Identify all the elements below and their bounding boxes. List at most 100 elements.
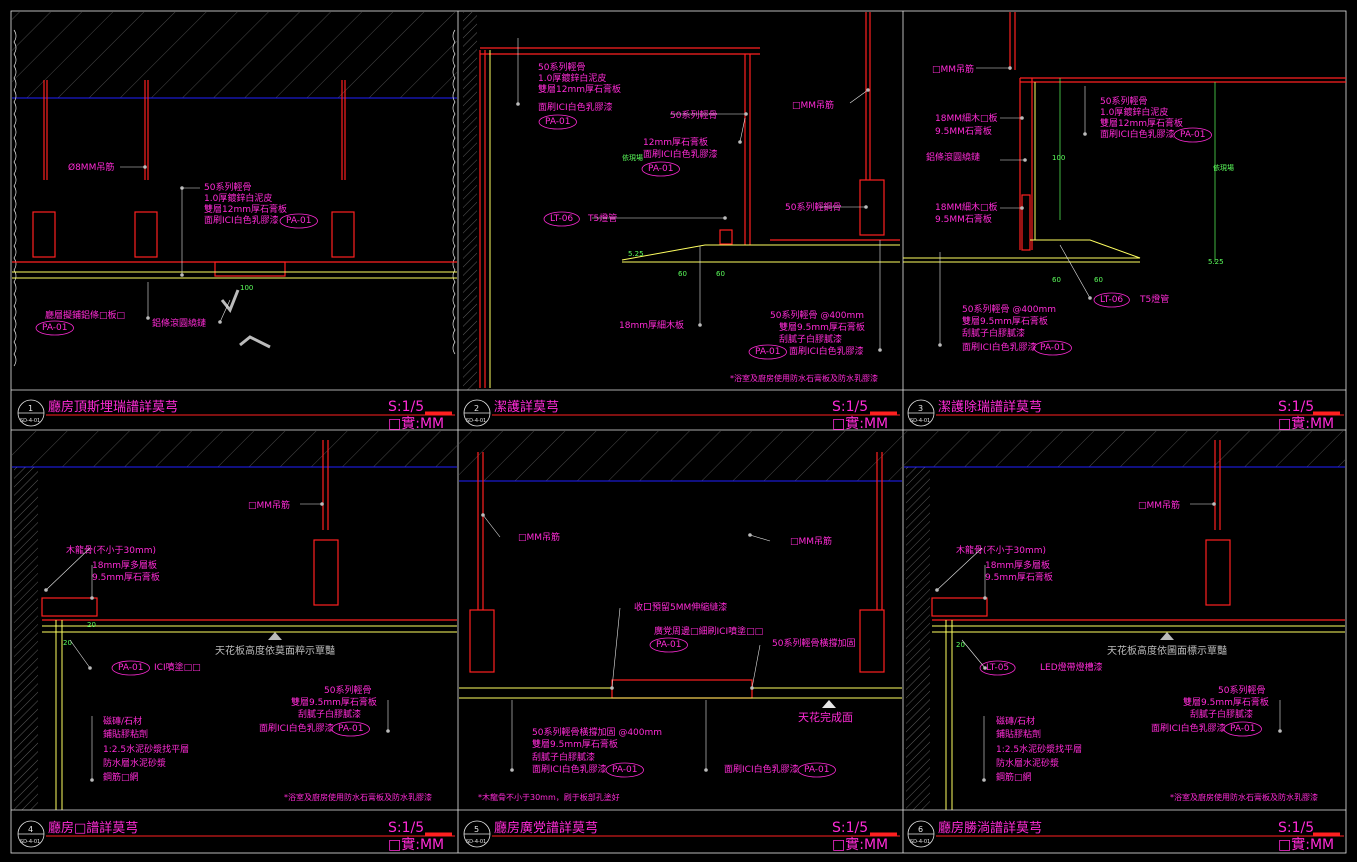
- callout-label: 雙層9.5mm厚石膏板: [779, 321, 865, 333]
- callout-label: 刮膩子白膠膩漆: [779, 333, 842, 345]
- callout-label: LED燈帶燈槽漆: [1040, 661, 1103, 673]
- dimension-label: 5.25: [1208, 258, 1224, 266]
- dimension-label: 20: [87, 621, 96, 629]
- callout-label: Ø8MM吊筋: [68, 161, 114, 173]
- callout-label: 鋁條滾圓繞鏈: [152, 317, 206, 329]
- leader-dot: [180, 273, 184, 277]
- callout-label: PA-01: [612, 765, 638, 775]
- callout-label: 面刷ICI白色乳膠漆: [532, 763, 607, 775]
- callout-label: 50系列輕骨: [1100, 95, 1147, 107]
- dimension-label: 60: [1052, 276, 1061, 284]
- leader-dot: [610, 686, 614, 690]
- callout-label: 鋼筋□網: [996, 771, 1032, 783]
- callout-label: 面刷ICI白色乳膠漆: [789, 345, 864, 357]
- detail-note: *浴室及廚房使用防水石膏板及防水乳膠漆: [1170, 792, 1318, 802]
- leader-dot: [88, 666, 92, 670]
- leader-dot: [878, 348, 882, 352]
- material-tag-outline: [538, 114, 577, 130]
- material-tag-outline: [641, 161, 680, 177]
- leader-dot: [481, 513, 485, 517]
- callout-label: 雙層12mm厚石膏板: [1100, 117, 1183, 129]
- material-tag-outline: [1223, 721, 1262, 737]
- callout-label: 面刷ICI白色乳膠漆: [259, 722, 334, 734]
- callout-label: 面刷ICI白色乳膠漆: [1100, 128, 1175, 140]
- leader-dot: [738, 140, 742, 144]
- panel-1-drawing: [12, 12, 457, 367]
- leader-dot: [510, 768, 514, 772]
- callout-label: 50系列輕骨橫撐加固 @400mm: [532, 726, 662, 738]
- leader-dot: [1023, 158, 1027, 162]
- callout-label: PA-01: [656, 640, 682, 650]
- callout-label: 刮膩子白膠膩漆: [1190, 708, 1253, 720]
- callout-label: 天花完成面: [798, 710, 853, 724]
- callout-label: 雙層9.5mm厚石膏板: [291, 696, 377, 708]
- detail-unit: □實:MM: [832, 415, 888, 432]
- material-tag-outline: [797, 762, 836, 778]
- detail-title: 廳房勝淌譜詳莫芎: [938, 820, 1042, 836]
- material-tag-outline: [543, 211, 580, 227]
- panel-4-drawing: [12, 431, 457, 810]
- leader-line: [219, 299, 231, 323]
- callout-label: PA-01: [118, 663, 144, 673]
- callout-label: 面刷ICI白色乳膠漆: [538, 101, 613, 113]
- callout-label: 雙層9.5mm厚石膏板: [532, 738, 618, 750]
- callout-label: 面刷ICI白色乳膠漆: [962, 341, 1037, 353]
- callout-label: 9.5mm厚石膏板: [92, 571, 160, 583]
- callout-label: PA-01: [338, 724, 364, 734]
- detail-number: 6: [918, 825, 923, 834]
- detail-title: 廳房廣党譜詳莫芎: [494, 820, 598, 836]
- callout-label: 50系列輕骨 @400mm: [962, 303, 1056, 315]
- callout-label: 面刷ICI白色乳膠漆: [204, 214, 279, 226]
- callout-label: ICI噴塗□□: [154, 661, 201, 673]
- detail-unit: □實:MM: [1278, 415, 1334, 432]
- dimension-label: 60: [716, 270, 725, 278]
- detail-unit: □實:MM: [1278, 836, 1334, 853]
- panel-5-drawing: [459, 431, 902, 708]
- callout-label: LT-06: [1100, 295, 1123, 305]
- leader-dot: [1278, 729, 1282, 733]
- callout-label: PA-01: [804, 765, 830, 775]
- leader-line: [961, 639, 986, 669]
- detail-scale: S:1/5: [832, 399, 868, 415]
- leader-dot: [983, 666, 987, 670]
- callout-label: 50系列輕骨橫撐加固: [772, 637, 855, 649]
- material-tag-outline: [1033, 340, 1072, 356]
- panel-2-drawing: [463, 12, 900, 390]
- detail-number: 1: [28, 404, 33, 413]
- callout-label: 天花板高度依莫面粹示覃豔: [215, 644, 335, 657]
- detail-scale: S:1/5: [1278, 399, 1314, 415]
- sheet-reference: SD-4-01: [910, 839, 930, 845]
- callout-label: PA-01: [1180, 130, 1206, 140]
- leader-line: [611, 607, 621, 689]
- callout-label: 磁磚/石材: [103, 715, 142, 727]
- callout-label: 1.0厚鍍鋅白泥皮: [1100, 106, 1168, 118]
- leader-dot: [723, 216, 727, 220]
- detail-scale: S:1/5: [388, 820, 424, 836]
- callout-label: 防水層水泥砂漿: [996, 757, 1059, 769]
- detail-title: 廳房□譜詳莫芎: [48, 820, 138, 836]
- callout-label: 鋪貼膠粘劑: [996, 728, 1041, 740]
- leader-dot: [386, 729, 390, 733]
- leader-dot: [750, 686, 754, 690]
- callout-label: 50系列輕骨: [538, 61, 585, 73]
- callout-label: 面刷ICI白色乳膠漆: [643, 148, 718, 160]
- panel-3-drawing: [903, 12, 1346, 263]
- callout-label: 廳層擬鋪鋁條□板□: [45, 309, 125, 321]
- detail-scale: S:1/5: [388, 399, 424, 415]
- callout-label: PA-01: [286, 216, 312, 226]
- callout-label: 50系列輕骨: [204, 181, 251, 193]
- callout-label: 50系列輕骨: [1218, 684, 1265, 696]
- material-tag-outline: [111, 660, 150, 676]
- callout-label: □MM吊筋: [518, 531, 560, 543]
- callout-label: 鋁條滾圓繞鏈: [926, 151, 980, 163]
- material-tag-outline: [331, 721, 370, 737]
- callout-label: PA-01: [648, 164, 674, 174]
- leader-dot: [748, 533, 752, 537]
- detail-title: 潔護除瑞譜詳莫芎: [938, 399, 1042, 415]
- material-tag-outline: [35, 320, 74, 336]
- leader-dot: [983, 596, 987, 600]
- material-tag-outline: [979, 660, 1016, 676]
- callout-label: 面刷ICI白色乳膠漆: [1151, 722, 1226, 734]
- material-tag-outline: [605, 762, 644, 778]
